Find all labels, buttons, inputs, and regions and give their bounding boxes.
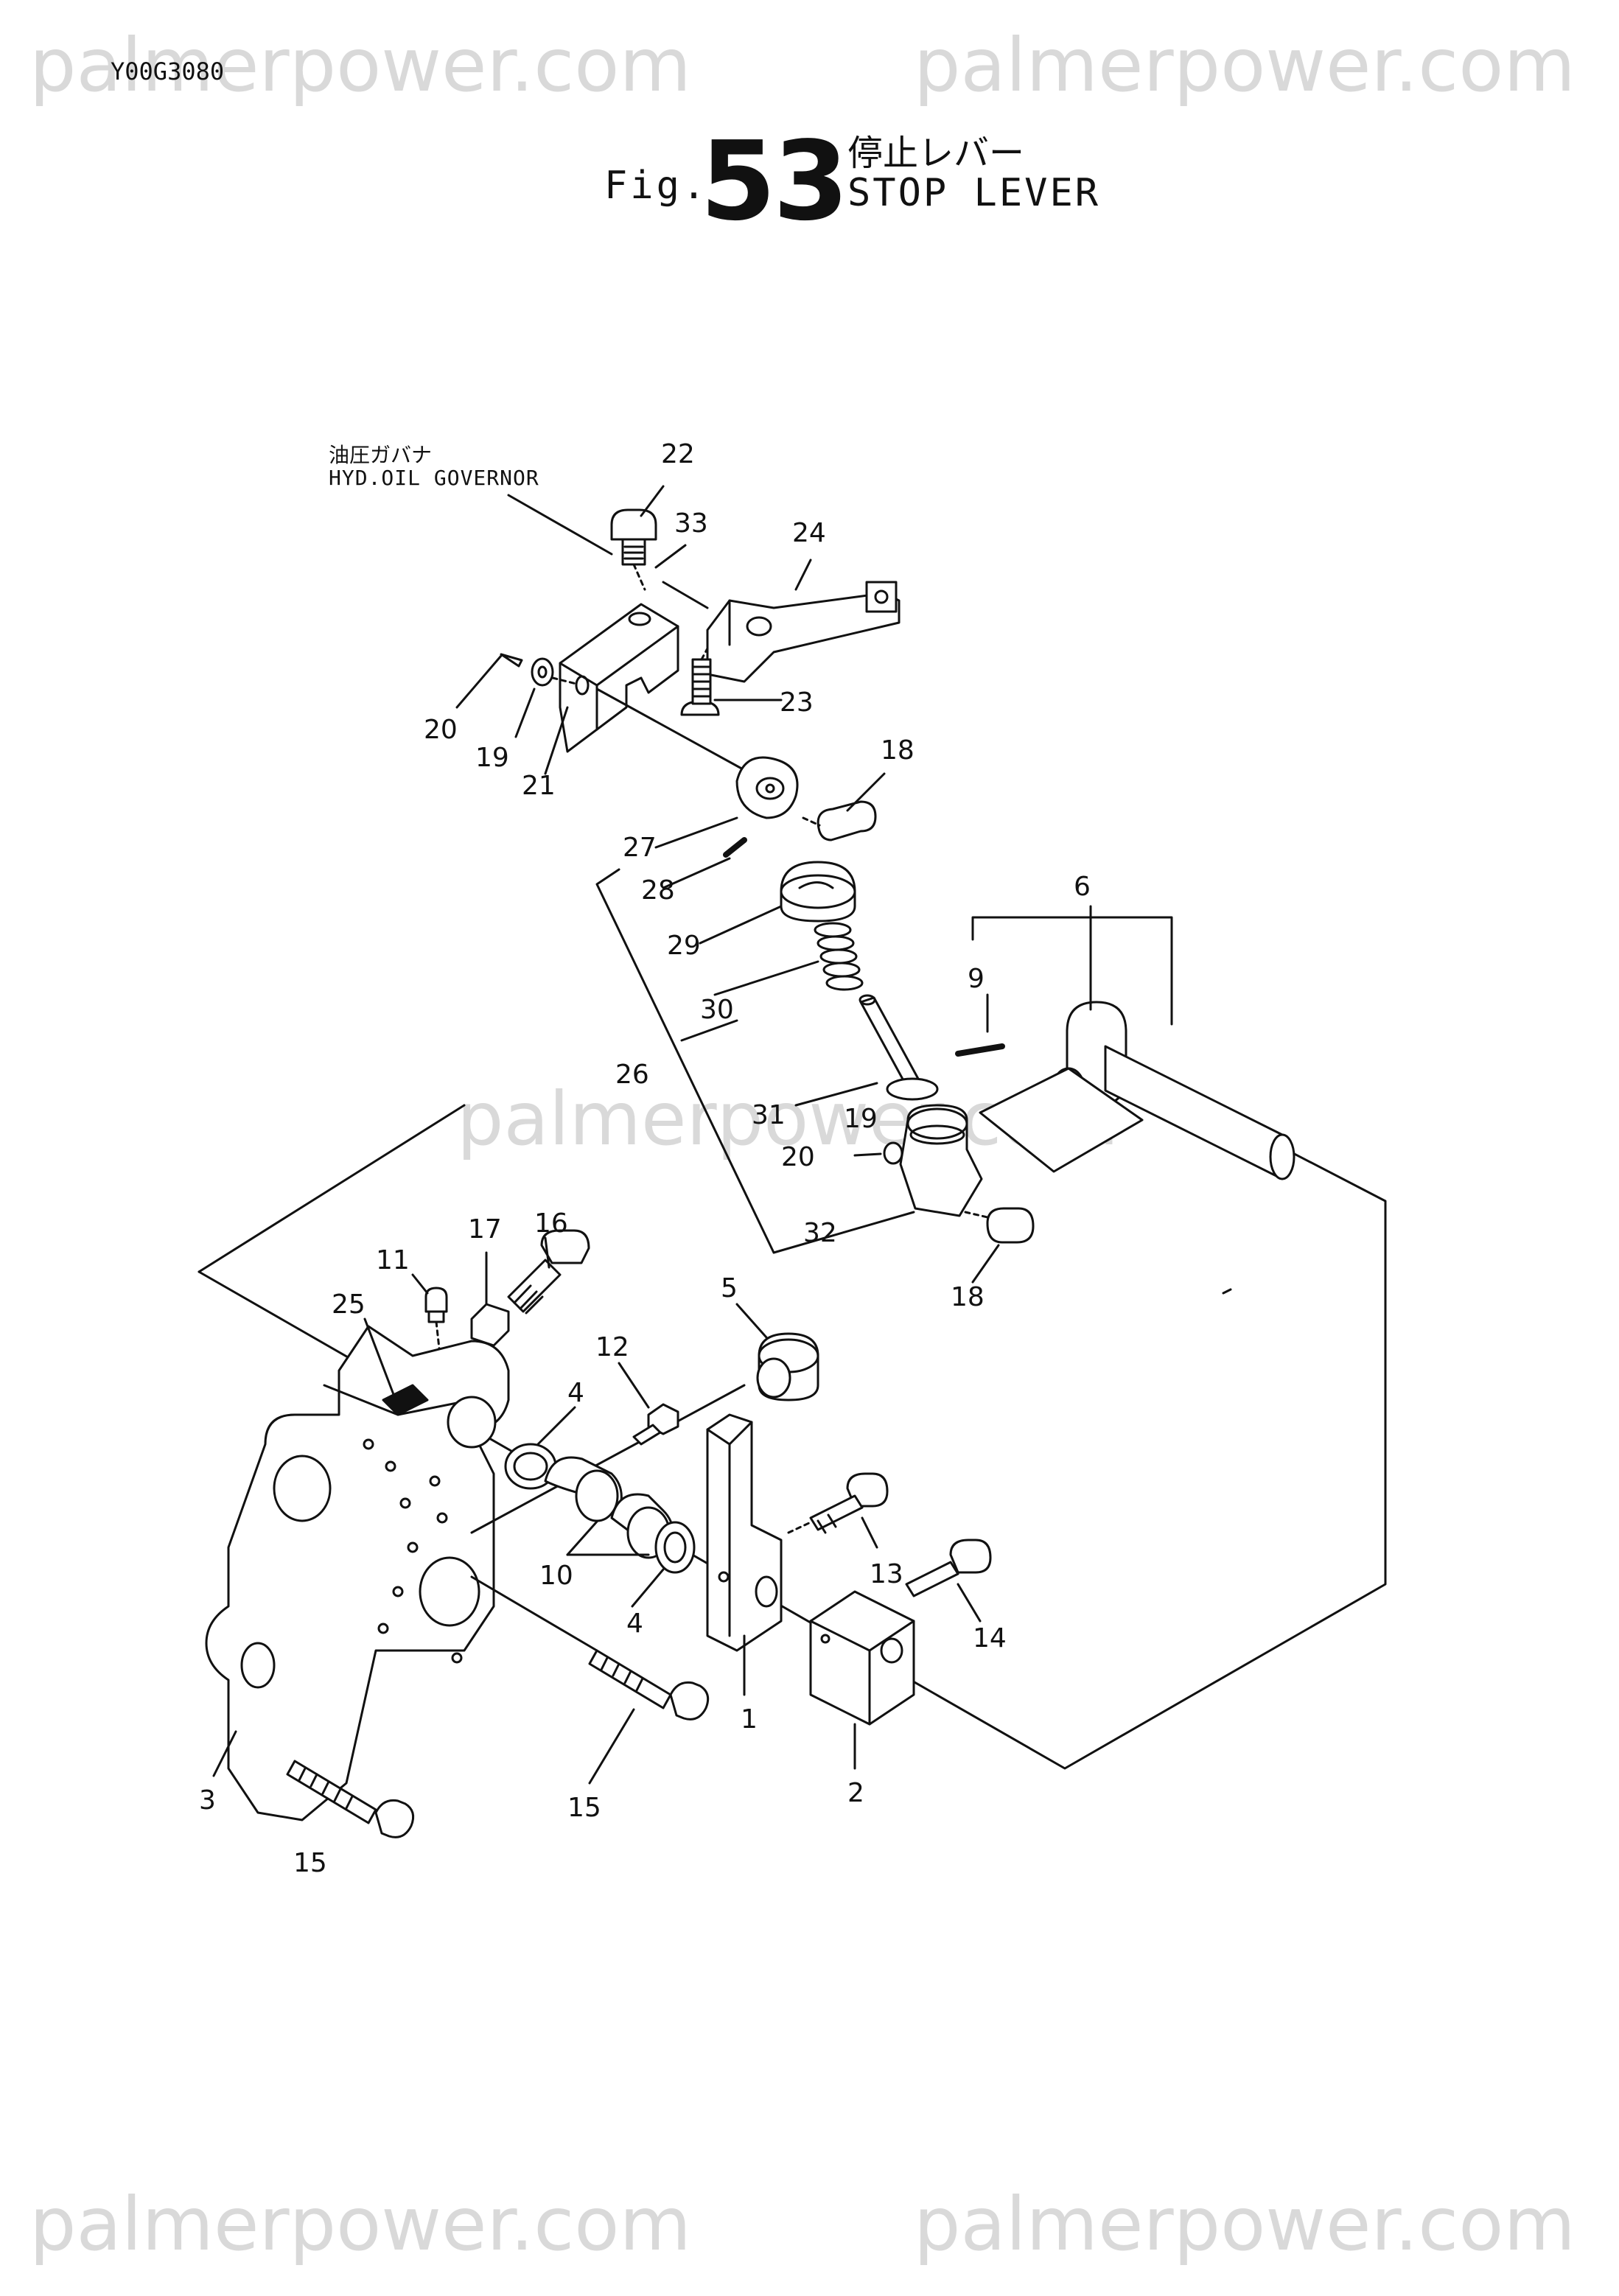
callout-2: 2 bbox=[847, 1778, 864, 1808]
callout-4-lower: 4 bbox=[626, 1609, 643, 1639]
part-29-cap bbox=[780, 861, 856, 923]
callout-26: 26 bbox=[615, 1060, 649, 1090]
callout-19-lower: 19 bbox=[844, 1104, 878, 1134]
callout-24: 24 bbox=[792, 518, 826, 548]
part-31-rod bbox=[859, 996, 920, 1085]
callout-15-lower: 15 bbox=[293, 1848, 327, 1878]
callout-15: 15 bbox=[567, 1793, 601, 1823]
callout-10: 10 bbox=[539, 1561, 573, 1591]
callout-29: 29 bbox=[667, 931, 701, 961]
callout-11: 11 bbox=[376, 1245, 410, 1275]
part-22-bolt bbox=[610, 508, 657, 541]
part-14-bolt bbox=[949, 1539, 992, 1574]
callout-16: 16 bbox=[534, 1208, 568, 1239]
callout-9: 9 bbox=[968, 964, 985, 994]
callout-6: 6 bbox=[1074, 872, 1091, 902]
callout-20-lower: 20 bbox=[781, 1142, 815, 1172]
governor-note-english: HYD.OIL GOVERNOR bbox=[329, 466, 539, 490]
part-18-pin bbox=[817, 800, 877, 841]
frame-outline-left bbox=[197, 1104, 466, 1273]
callout-28: 28 bbox=[641, 875, 675, 906]
drawing-code: Y00G3080 bbox=[111, 57, 225, 85]
part-30-spring bbox=[814, 922, 864, 991]
part-24-lever bbox=[706, 592, 901, 683]
callout-20: 20 bbox=[424, 715, 458, 745]
callout-23: 23 bbox=[780, 687, 814, 718]
callout-4: 4 bbox=[567, 1378, 584, 1408]
watermark: palmerpower.com bbox=[29, 22, 691, 108]
callout-3: 3 bbox=[199, 1785, 216, 1816]
part-19-washer bbox=[531, 657, 554, 687]
callout-19: 19 bbox=[475, 743, 509, 773]
callout-33: 33 bbox=[674, 508, 708, 539]
callout-5: 5 bbox=[721, 1273, 738, 1303]
fig-number: 53 bbox=[700, 118, 849, 245]
governor-note-japanese: 油圧ガバナ bbox=[329, 443, 433, 467]
part-11-grease-nipple bbox=[424, 1287, 448, 1313]
callout-22: 22 bbox=[661, 439, 695, 469]
callout-17: 17 bbox=[468, 1214, 502, 1245]
part-21-clevis bbox=[559, 603, 679, 753]
part-2-block bbox=[809, 1590, 915, 1726]
callout-25: 25 bbox=[332, 1289, 366, 1320]
part-15-bolt bbox=[669, 1681, 710, 1721]
callout-21: 21 bbox=[522, 771, 556, 801]
part-25-plate bbox=[382, 1384, 429, 1416]
part-1-lever bbox=[706, 1413, 783, 1652]
callout-1: 1 bbox=[741, 1704, 758, 1735]
callout-18-lower: 18 bbox=[951, 1282, 985, 1312]
fig-prefix: Fig. bbox=[604, 164, 709, 208]
part-20-split-pin bbox=[500, 653, 523, 668]
part-16-bolt bbox=[540, 1229, 590, 1264]
watermark: palmerpower.com bbox=[29, 2181, 691, 2267]
part-17-nut bbox=[470, 1303, 510, 1347]
watermark: palmerpower.com bbox=[914, 2181, 1576, 2267]
callout-27: 27 bbox=[623, 833, 657, 863]
callout-14: 14 bbox=[973, 1623, 1007, 1653]
title-english: STOP LEVER bbox=[847, 171, 1101, 215]
callout-12: 12 bbox=[595, 1332, 629, 1362]
callout-30: 30 bbox=[700, 995, 734, 1025]
part-9-pin bbox=[955, 1043, 1005, 1057]
part-32-housing bbox=[899, 1104, 983, 1217]
watermark: palmerpower.com bbox=[914, 22, 1576, 108]
part-15-bolt-lower bbox=[374, 1799, 415, 1838]
title-japanese: 停止レバー bbox=[847, 133, 1025, 174]
callout-32: 32 bbox=[803, 1218, 837, 1248]
part-18-pin-lower bbox=[986, 1207, 1035, 1244]
callout-13: 13 bbox=[870, 1559, 903, 1589]
callout-18: 18 bbox=[881, 735, 915, 766]
callout-31: 31 bbox=[752, 1100, 786, 1130]
